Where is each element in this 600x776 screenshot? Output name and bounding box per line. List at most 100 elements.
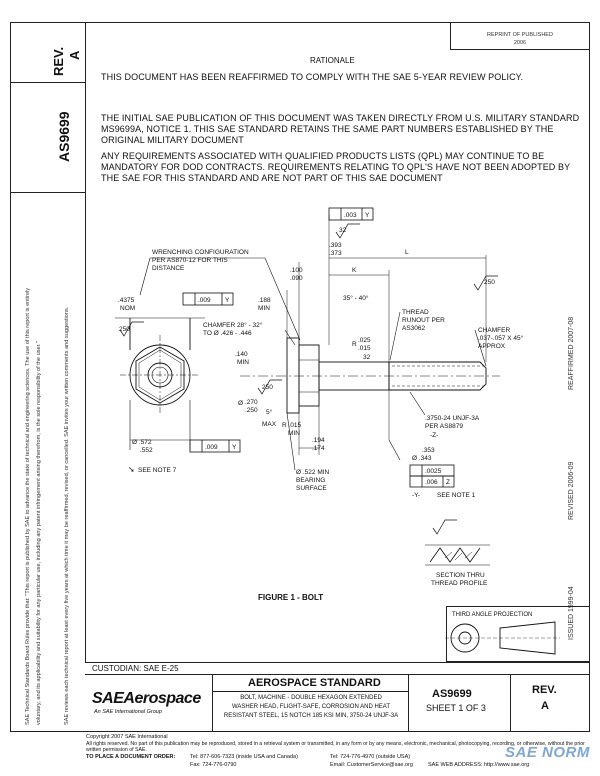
fcf-bottom-value: .009 (205, 444, 218, 451)
title-block-div-1 (212, 674, 213, 732)
footer-rights: All rights reserved. No part of this pub… (86, 741, 585, 753)
paragraph-2-line-3: THE SAE FOR THIS STANDARD AND ARE NOT PA… (101, 173, 443, 183)
see-note-1: SEE NOTE 1 (437, 492, 476, 499)
sae-brand-logo: SAEAerospace (92, 690, 201, 707)
angle-35-40: 35° - 40° (343, 294, 369, 302)
dim-343: Ø .343 (412, 455, 432, 462)
fcf-left-value: .009 (198, 297, 211, 304)
sae-norm-watermark: SAE NORM (505, 744, 590, 761)
dim-140: .140 (235, 351, 248, 358)
angle-5-max: MAX (262, 421, 277, 428)
dim-373: .373 (329, 250, 342, 257)
see-note-7: SEE NOTE 7 (138, 467, 177, 474)
roughness-250-mid: 250 (262, 384, 273, 391)
roughness-250-right: 250 (484, 279, 495, 286)
feature-control-frames (182, 207, 455, 488)
fcf-z: Z (446, 479, 450, 486)
third-angle-label: THIRD ANGLE PROJECTION (452, 612, 532, 618)
footer-copyright: Copyright 2007 SAE International (86, 734, 168, 740)
bearing-2: BEARING (296, 477, 325, 484)
roughness-250-left: 250 (119, 326, 130, 333)
thread-spec-2: PER AS8879 (425, 423, 463, 430)
drawing-lines (115, 215, 560, 655)
dim-140-min: MIN (237, 359, 249, 366)
dim-250: .250 (245, 407, 258, 414)
dim-188-min: MIN (258, 305, 270, 312)
nom-value: .4375 (118, 297, 135, 304)
footer-web: SAE WEB ADDRESS: http://www.sae.org (428, 762, 530, 768)
datum-z: -Z- (430, 432, 438, 439)
dim-270-dia: Ø (238, 400, 243, 407)
radius-025: .025 (358, 337, 371, 344)
chamfer-2-line-1: CHAMFER (478, 327, 510, 334)
title-block-rule (85, 674, 590, 675)
custodian: CUSTODIAN: SAE E-25 (92, 664, 179, 673)
dim-174: .174 (312, 445, 325, 452)
washer-flange (286, 337, 300, 414)
description-3: RESISTANT STEEL, 15 NOTCH 185 KSI MIN, 3… (223, 713, 399, 719)
left-column-divider (85, 22, 86, 662)
dim-353: .353 (422, 447, 435, 454)
dim-194: .194 (312, 437, 325, 444)
footer-order-label: TO PLACE A DOCUMENT ORDER: (86, 754, 176, 760)
corner-line-2: 2006 (513, 40, 527, 46)
thread-runout-2: RUNOUT PER (402, 317, 445, 324)
dim-393: .393 (329, 242, 342, 249)
wrench-label-1: WRENCHING CONFIGURATION (152, 249, 249, 256)
fcf-left-ref: Y (225, 297, 230, 304)
datum-y: -Y- (412, 492, 420, 499)
description-2: WASHER HEAD, FLIGHT-SAFE, CORROSION AND … (231, 704, 391, 710)
corner-line-1: REPRINT OF PUBLISHED (487, 32, 553, 38)
radius-label: R (352, 341, 357, 348)
page-frame (10, 22, 590, 732)
thread-runout-1: THREAD (402, 309, 429, 316)
footer-fax: Fax: 724-776-0790 (190, 762, 237, 768)
chamfer-1-line-2: TO Ø .426 - .446 (203, 330, 252, 337)
section-label-1: SECTION THRU (436, 572, 485, 579)
third-angle-box (446, 606, 590, 662)
dim-188: .188 (258, 297, 271, 304)
dim-L: L (405, 249, 409, 256)
wrench-label-2: PER AS870-12 FOR THIS (152, 257, 228, 264)
sheet-number: SHEET 1 OF 3 (426, 703, 486, 713)
rationale-title: RATIONALE (310, 56, 355, 65)
title-block-div-3 (510, 674, 511, 732)
chamfer-1-line-1: CHAMFER 28° - 32° (203, 321, 263, 329)
title-block-top (85, 662, 590, 663)
title-rev-label: REV. (532, 684, 557, 696)
radius-015: .015 (358, 345, 371, 352)
standard-title: AEROSPACE STANDARD (248, 677, 381, 689)
footer-tel-1: Tel: 877-606-7323 (inside USA and Canada… (190, 754, 298, 760)
bearing-1: Ø .522 MIN (296, 469, 330, 476)
paragraph-2-line-2: MANDATORY FOR DOD CONTRACTS. REQUIREMENT… (101, 162, 571, 172)
dim-572: Ø .572 (132, 439, 152, 446)
hex-portion (298, 344, 320, 407)
rationale-text: THIS DOCUMENT HAS BEEN REAFFIRMED TO COM… (101, 72, 524, 82)
footer-tel-2: Tel: 724-776-4970 (outside USA) (330, 754, 411, 760)
sae-brand-sub: An SAE International Group (94, 709, 162, 715)
fcf-006: .006 (425, 479, 438, 486)
standard-title-rule (212, 691, 408, 692)
angle-5: 5° (266, 408, 273, 416)
corner-box (450, 22, 590, 50)
wrench-label-3: DISTANCE (152, 265, 185, 272)
footer-email: Email: CustomerService@sae.org (330, 762, 413, 768)
description-1: BOLT, MACHINE - DOUBLE HEXAGON EXTENDED (240, 695, 382, 701)
figure-caption: FIGURE 1 - BOLT (258, 593, 323, 602)
paragraph-1-line-2: MS9699A, NOTICE 1. THIS SAE STANDARD RET… (101, 124, 554, 134)
paragraph-1-line-3: ORIGINAL MILITARY DOCUMENT (101, 135, 244, 145)
title-rev-value: A (541, 700, 549, 712)
left-column-rule-2 (10, 192, 85, 193)
dim-270: .270 (245, 399, 258, 406)
section-label-2: THREAD PROFILE (431, 580, 488, 587)
radius-015-min: R .015 (282, 422, 302, 429)
arrow-see-note-7: ➘ (128, 465, 135, 474)
dim-K: K (352, 267, 357, 274)
bearing-3: SURFACE (296, 485, 327, 492)
title-block-div-2 (408, 674, 409, 732)
roughness-32-mid: 32 (363, 354, 371, 361)
dim-100: .100 (290, 267, 303, 274)
dim-552: .552 (140, 447, 153, 454)
title-doc-number: AS9699 (432, 688, 472, 700)
